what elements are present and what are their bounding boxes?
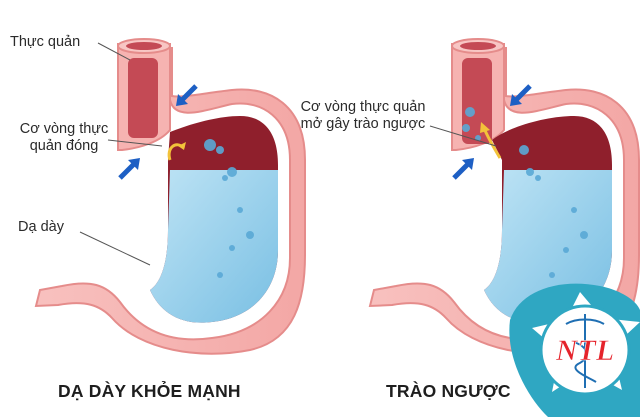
pressure-arrow-top [176, 84, 198, 106]
stomach-wall [34, 47, 306, 355]
caduceus-icon [565, 314, 605, 388]
label-sphincter-open: Cơ vòng thực quản mở gây trào ngược [288, 99, 438, 133]
esophagus-lumen [460, 42, 496, 50]
esophagus-inner [462, 58, 492, 144]
healthy-stomach [34, 38, 306, 355]
label-sphincter-closed: Cơ vòng thực quản đóng [10, 121, 118, 155]
ntl-logo: NTL [509, 283, 640, 417]
stomach-leader-line [79, 231, 151, 266]
pressure-arrow-bottom [118, 158, 140, 180]
label-sphincter-open-line2: mở gây trào ngược [300, 116, 426, 132]
pressure-arrow-top [510, 84, 532, 106]
label-esophagus: Thực quản [10, 34, 81, 50]
reflux-arrowhead [480, 122, 490, 133]
esophagus-leader-line [97, 42, 131, 61]
closed-sphincter-arrowhead [178, 142, 186, 150]
label-sphincter-open-line1: Cơ vòng thực quản [300, 99, 426, 115]
caption-reflux: TRÀO NGƯỢC [386, 381, 511, 401]
sphincter-leader-line [107, 139, 163, 147]
bubbles [204, 139, 254, 278]
esophagus-lumen [126, 42, 162, 50]
esophagus-inner [128, 58, 158, 138]
caption-healthy-stomach: DẠ DÀY KHỎE MẠNH [58, 381, 241, 401]
label-sphincter-closed-line2: quản đóng [29, 138, 99, 154]
sphincter-leader-line [429, 125, 497, 147]
pressure-arrow-bottom [452, 158, 474, 180]
logo-text: NTL [555, 334, 614, 367]
bubbles [462, 107, 588, 278]
label-sphincter-closed-line1: Cơ vòng thực [19, 121, 109, 137]
label-stomach: Dạ dày [18, 219, 64, 235]
gastric-fluid [150, 170, 278, 323]
